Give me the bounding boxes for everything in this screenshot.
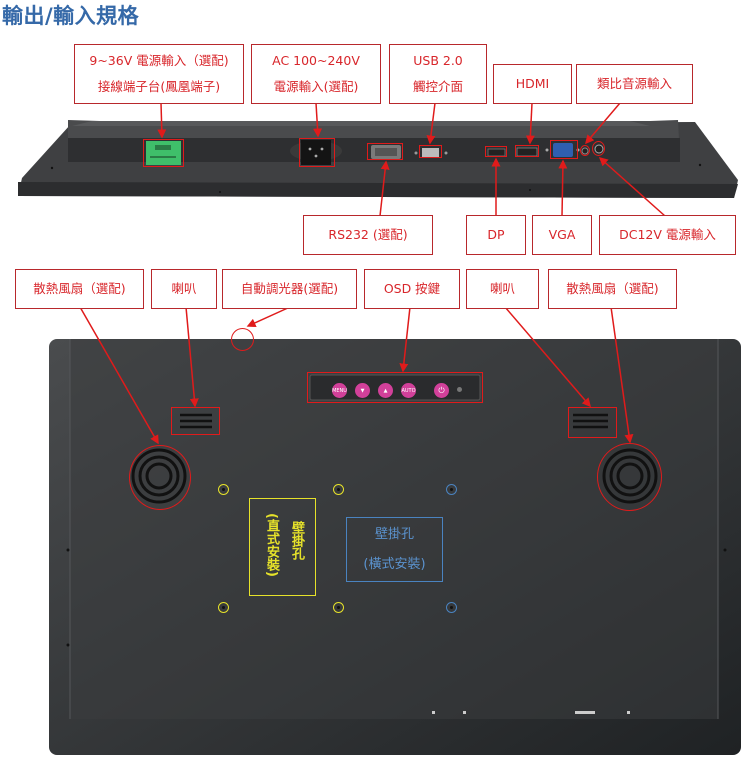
usb-port — [419, 145, 442, 158]
label-dp: DP — [466, 215, 526, 255]
label-text: AC 100~240V — [272, 53, 360, 68]
label-speaker-left: 喇叭 — [151, 269, 217, 309]
label-text: OSD 按鍵 — [383, 281, 441, 296]
label-text: USB 2.0 — [413, 53, 463, 68]
speaker-left-frame — [171, 407, 220, 435]
label-fan-left: 散熱風扇（選配) — [15, 269, 144, 309]
label-text: 電源輸入(選配) — [273, 79, 359, 94]
label-text: HDMI — [515, 76, 550, 91]
label-text: 喇叭 — [171, 281, 197, 296]
dc-terminal-port — [143, 139, 184, 167]
label-text: DC12V 電源輸入 — [619, 227, 716, 242]
label-dc12v: DC12V 電源輸入 — [599, 215, 736, 255]
osd-menu-button[interactable]: MENU — [332, 383, 347, 398]
back-panel-illustration — [49, 339, 741, 755]
ac-power-port — [299, 138, 335, 167]
vertical-mount-subtitle: (直式安裝) — [264, 513, 279, 577]
label-light-sensor: 自動調光器(選配) — [222, 269, 357, 309]
back-view: MENU ▼ ▲ AUTO ⏻ 壁掛孔 (直式安裝) 壁掛孔 (橫式安裝) — [0, 265, 750, 763]
fan-right-frame — [597, 443, 662, 511]
vertical-mount-label: 壁掛孔 (直式安裝) — [249, 498, 316, 596]
horizontal-mount-title: 壁掛孔 — [374, 526, 414, 542]
osd-power-button[interactable]: ⏻ — [434, 383, 449, 398]
label-audio-in: 類比音源輸入 — [576, 64, 693, 104]
light-sensor-frame — [231, 328, 254, 351]
label-text: 9~36V 電源輸入（選配) — [89, 53, 229, 68]
vertical-mount-hole — [218, 484, 229, 495]
label-text: 喇叭 — [489, 281, 515, 296]
label-fan-right: 散熱風扇（選配) — [548, 269, 677, 309]
label-vga: VGA — [532, 215, 592, 255]
label-text: 散熱風扇（選配) — [33, 281, 126, 296]
label-ac-power: AC 100~240V 電源輸入(選配) — [251, 44, 381, 104]
horizontal-mount-hole — [446, 484, 457, 495]
power-led — [457, 387, 462, 392]
label-text: 類比音源輸入 — [596, 76, 672, 91]
label-text: 散熱風扇（選配) — [566, 281, 659, 296]
label-dc-terminal: 9~36V 電源輸入（選配) 接線端子台(鳳凰端子) — [74, 44, 244, 104]
horizontal-mount-subtitle: (橫式安裝) — [363, 556, 426, 572]
label-text: 自動調光器(選配) — [240, 281, 339, 296]
label-text: DP — [487, 227, 505, 242]
vga-port — [550, 140, 578, 159]
vertical-mount-hole — [333, 602, 344, 613]
vertical-mount-hole — [218, 602, 229, 613]
back-callout-lines — [79, 306, 634, 445]
horizontal-mount-label: 壁掛孔 (橫式安裝) — [346, 517, 443, 582]
label-text: 接線端子台(鳳凰端子) — [97, 79, 221, 94]
osd-button-row: MENU ▼ ▲ AUTO ⏻ — [310, 375, 480, 400]
label-hdmi: HDMI — [493, 64, 572, 104]
label-text: RS232 (選配) — [328, 227, 408, 242]
io-side-view: 9~36V 電源輸入（選配) 接線端子台(鳳凰端子) AC 100~240V 電… — [0, 0, 750, 265]
label-text: 觸控介面 — [412, 79, 463, 94]
osd-auto-button[interactable]: AUTO — [401, 383, 416, 398]
audio-in-port — [580, 145, 590, 156]
dc12v-port — [592, 141, 605, 156]
label-usb: USB 2.0 觸控介面 — [389, 44, 487, 104]
osd-down-button[interactable]: ▼ — [355, 383, 370, 398]
vertical-mount-title: 壁掛孔 — [289, 521, 304, 560]
osd-up-button[interactable]: ▲ — [378, 383, 393, 398]
label-rs232: RS232 (選配) — [303, 215, 433, 255]
page-title: 輸出/輸入規格 — [2, 4, 140, 28]
osd-keys-frame — [307, 372, 483, 403]
label-speaker-right: 喇叭 — [466, 269, 539, 309]
label-text: VGA — [548, 227, 576, 242]
horizontal-mount-hole — [446, 602, 457, 613]
rs232-port — [367, 143, 403, 160]
vertical-mount-hole — [333, 484, 344, 495]
label-osd-keys: OSD 按鍵 — [364, 269, 460, 309]
dp-port — [485, 146, 507, 157]
fan-left-frame — [129, 445, 191, 510]
speaker-right-frame — [568, 407, 617, 438]
hdmi-port — [515, 145, 539, 157]
